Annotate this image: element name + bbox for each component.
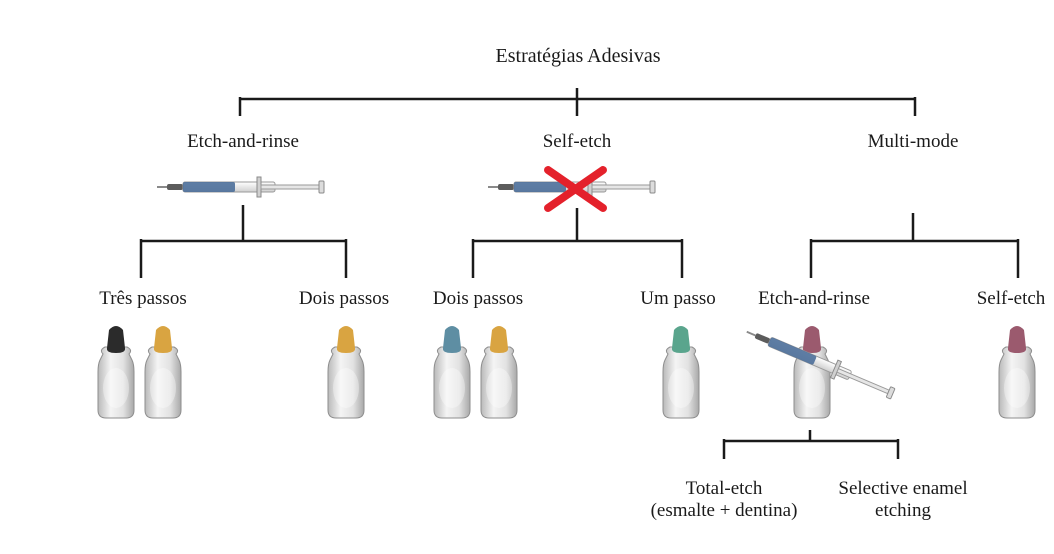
self-etch-connector [471, 208, 684, 278]
bottle-icon [433, 326, 471, 419]
bottle-icon [793, 326, 831, 419]
bottle-icon [97, 326, 135, 419]
strategy-self-etch: Self-etch [542, 131, 612, 152]
step-multi-mode-self-etch: Self-etch [976, 288, 1046, 309]
technique-connector [722, 430, 900, 459]
step-multi-mode-etch-and-rinse: Etch-and-rinse [758, 288, 870, 309]
technique-total-etch-line1: Total-etch [685, 478, 763, 499]
cross-icon [544, 166, 607, 212]
step-dois-passos-self-etch: Dois passos [432, 288, 524, 309]
connector-lines [139, 88, 1020, 459]
syringe-icon [156, 176, 325, 198]
step-um-passo: Um passo [640, 288, 716, 309]
strategy-etch-and-rinse: Etch-and-rinse [187, 131, 299, 152]
multi-mode-connector [809, 213, 1020, 278]
step-dois-passos-etch-and-rinse: Dois passos [298, 288, 390, 309]
technique-selective-line1: Selective enamel [838, 478, 968, 499]
technique-total-etch-line2: (esmalte + dentina) [650, 500, 798, 522]
bottle-icon [998, 326, 1036, 419]
etch-and-rinse-connector [139, 205, 348, 278]
bottle-icon [480, 326, 518, 419]
technique-selective-line2: etching [875, 500, 931, 522]
bottle-icon [144, 326, 182, 419]
strategy-multi-mode: Multi-mode [867, 131, 959, 152]
diagram-title: Estratégias Adesivas [495, 45, 661, 67]
step-tres-passos: Três passos [99, 288, 187, 309]
bottle-icon [662, 326, 700, 419]
bottle-icon [327, 326, 365, 419]
technique-total-etch: Total-etch (esmalte + dentina) [651, 478, 798, 523]
technique-selective-enamel-etching: Selective enamel etching [838, 478, 967, 523]
root-connector [238, 88, 917, 116]
